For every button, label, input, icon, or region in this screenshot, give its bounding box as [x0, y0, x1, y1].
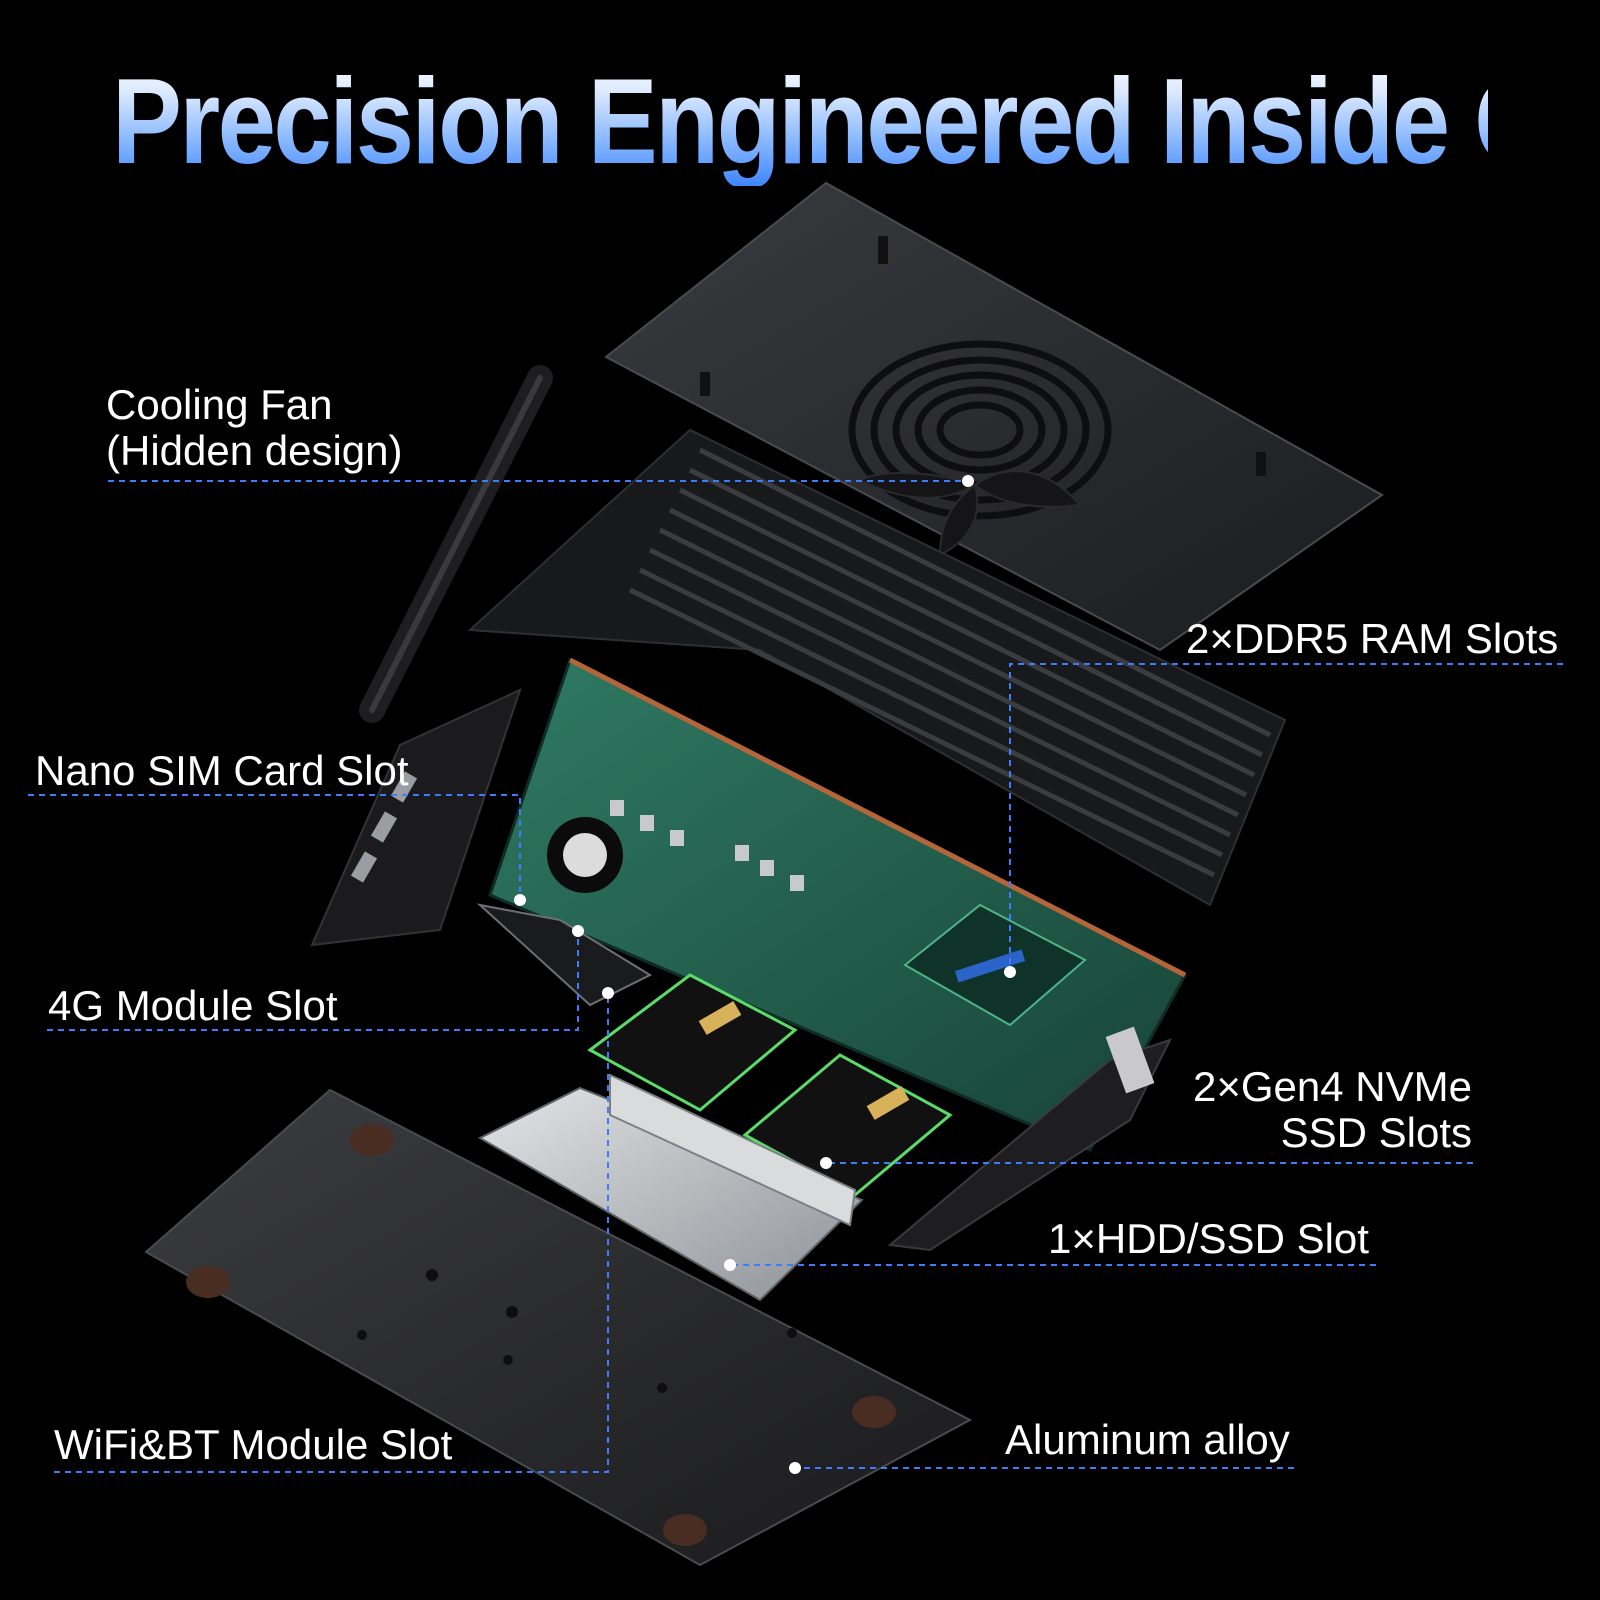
callout-nvme: 2×Gen4 NVMe SSD Slots: [1110, 1064, 1472, 1156]
io-ports: [310, 688, 522, 947]
dot-ram: [1004, 966, 1016, 978]
leader-lines: [28, 480, 1563, 1473]
dot-nvme: [820, 1157, 832, 1169]
callout-alloy: Aluminum alloy: [1005, 1416, 1290, 1463]
leader-dots: [514, 475, 1016, 1474]
callout-sim: Nano SIM Card Slot: [35, 747, 409, 794]
dot-4g: [572, 925, 584, 937]
dot-hdd: [724, 1259, 736, 1271]
dot-alloy: [789, 1462, 801, 1474]
callout-hdd: 1×HDD/SSD Slot: [1048, 1215, 1369, 1262]
front-bracket: [887, 1026, 1172, 1252]
callout-cooling-fan-line1: Cooling Fan: [106, 381, 333, 428]
heatsink-chassis: [467, 428, 1287, 907]
cooling-fan: [857, 470, 1082, 557]
callout-cooling-fan-line2: (Hidden design): [106, 427, 403, 474]
page-title: Precision Engineered Inside Out: [112, 53, 1600, 189]
callout-ram: 2×DDR5 RAM Slots: [1186, 615, 1559, 662]
hdd-tray: [477, 1073, 864, 1302]
top-lid: [604, 181, 1384, 652]
callout-nvme-line2: SSD Slots: [1280, 1109, 1472, 1156]
fan-grille: [848, 340, 1112, 520]
dot-wifi: [602, 987, 614, 999]
callout-4g: 4G Module Slot: [48, 982, 338, 1029]
callout-nvme-line1: 2×Gen4 NVMe: [1193, 1063, 1472, 1110]
dot-sim: [514, 894, 526, 906]
callout-cooling-fan: Cooling Fan (Hidden design): [106, 382, 403, 474]
dot-cooling-fan: [962, 475, 974, 487]
antenna: [359, 365, 553, 723]
motherboard: [476, 657, 1188, 1197]
callout-wifi: WiFi&BT Module Slot: [54, 1421, 453, 1468]
base-plate: [144, 1088, 973, 1567]
